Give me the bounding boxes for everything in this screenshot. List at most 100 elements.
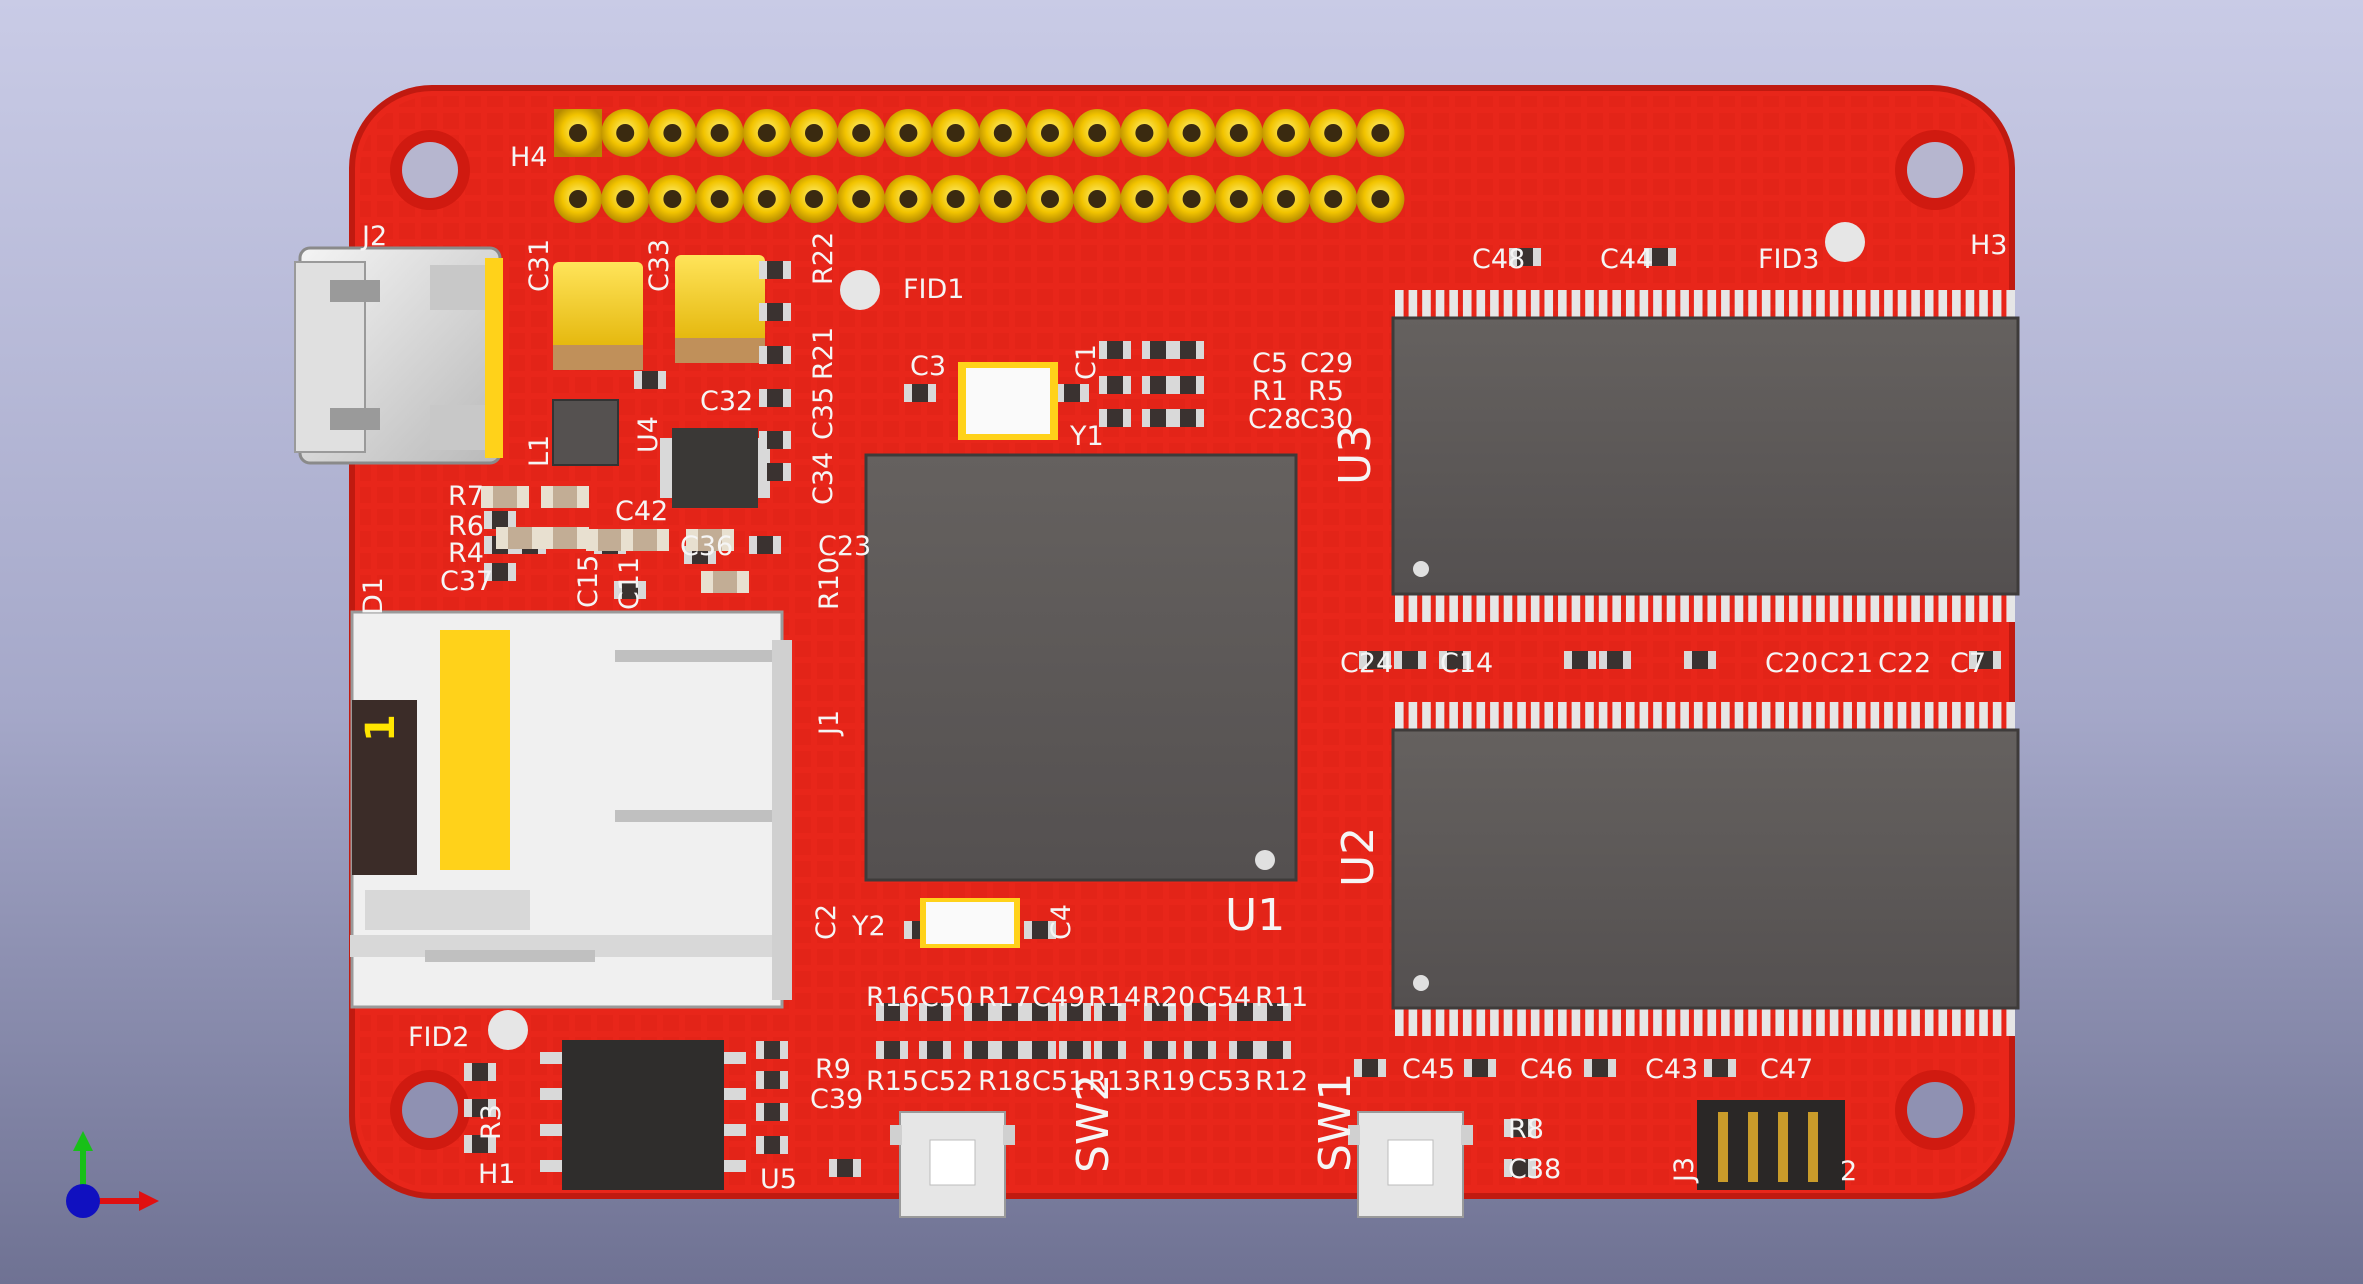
ram-pin — [1992, 1008, 2002, 1036]
ref-label-c31: C31 — [524, 239, 555, 292]
smd-passive — [759, 261, 791, 279]
ram-pin — [1802, 702, 1812, 730]
ref-label-r9: R9 — [815, 1054, 851, 1085]
ram-pin — [1897, 290, 1907, 318]
smd-capacitor-large — [701, 571, 749, 593]
smd-passive — [876, 1003, 908, 1021]
smd-passive — [1464, 1059, 1496, 1077]
smd-passive — [1229, 1041, 1261, 1059]
ram-pin — [1952, 1008, 1961, 1036]
ref-label-c1: C1 — [1071, 344, 1102, 380]
button-sw2 — [890, 1111, 1015, 1218]
smd-passive — [1099, 409, 1131, 427]
ref-label-c47: C47 — [1760, 1054, 1813, 1085]
ref-label-c30: C30 — [1300, 404, 1353, 435]
smd-passive — [964, 1003, 996, 1021]
ram-pin — [1408, 290, 1418, 318]
ram-pin — [1952, 594, 1961, 622]
smd-passive — [759, 463, 791, 481]
ram-pin — [1680, 702, 1689, 730]
ref-label-r15: R15 — [866, 1066, 919, 1097]
label-y2: Y2 — [851, 911, 886, 942]
smd-passive — [1644, 248, 1676, 266]
ram-pin — [1843, 1008, 1852, 1036]
ram-pin — [1462, 594, 1472, 622]
ram-pin — [1802, 290, 1812, 318]
header-pad — [1120, 109, 1169, 157]
ref-label-c32: C32 — [700, 386, 753, 417]
ref-label-c14: C14 — [1440, 648, 1493, 679]
label-l1: L1 — [524, 435, 555, 467]
ram-pin — [1666, 290, 1676, 318]
ram-pin — [1490, 702, 1499, 730]
ram-pin — [1789, 594, 1798, 622]
ram-pin — [1449, 1008, 1458, 1036]
sd-card-connector-j1 — [350, 610, 792, 1009]
ram-pin — [1789, 702, 1798, 730]
smd-passive — [1172, 376, 1204, 394]
ref-label-r5: R5 — [1308, 376, 1344, 407]
smd-passive — [1504, 1159, 1536, 1177]
ram-pin — [1490, 290, 1499, 318]
ram-pin — [1856, 702, 1866, 730]
ram-pin — [1544, 290, 1554, 318]
ram-pin — [1598, 702, 1608, 730]
smd-passive — [756, 1103, 788, 1121]
ram-pin — [1449, 290, 1458, 318]
ram-pin — [1422, 290, 1431, 318]
pin1-dot — [1413, 975, 1429, 991]
ref-label-r10: R10 — [814, 557, 845, 610]
ram-pin — [1476, 594, 1486, 622]
header-pad — [601, 175, 650, 223]
smd-capacitor-large — [541, 486, 589, 508]
ram-pin — [1884, 290, 1893, 318]
ram-pin — [1856, 1008, 1866, 1036]
ref-label-c21: C21 — [1820, 648, 1873, 679]
ref-label-c39: C39 — [810, 1084, 863, 1115]
ram-pin — [1707, 1008, 1717, 1036]
smd-passive — [759, 303, 791, 321]
ram-pin — [1490, 1008, 1499, 1036]
ref-label-r17: R17 — [978, 982, 1031, 1013]
ram-pin — [1884, 1008, 1893, 1036]
ram-pin — [1789, 290, 1798, 318]
ram-pin — [1625, 290, 1635, 318]
ram-pin — [1612, 702, 1621, 730]
ram-pin — [1924, 1008, 1934, 1036]
ram-pin — [1422, 1008, 1431, 1036]
ram-pin — [1680, 1008, 1689, 1036]
ram-pin — [1748, 1008, 1757, 1036]
ram-pin — [1571, 290, 1581, 318]
label-j1: J1 — [814, 710, 845, 737]
smd-passive — [1704, 1059, 1736, 1077]
header-pad — [1073, 109, 1122, 157]
ram-body — [1391, 728, 2020, 1010]
ram-pin — [1938, 290, 1948, 318]
ref-label-r11: R11 — [1255, 982, 1308, 1013]
label-u1: U1 — [1225, 890, 1285, 941]
ram-pin — [1530, 594, 1540, 622]
ram-pin — [1775, 290, 1785, 318]
ram-pin — [1435, 1008, 1445, 1036]
ram-pin — [1979, 1008, 1988, 1036]
ram-pin — [1612, 594, 1621, 622]
ram-pin — [1938, 1008, 1948, 1036]
ram-pin — [1965, 290, 1975, 318]
label-d1: D1 — [358, 577, 389, 615]
ram-pin — [1476, 702, 1486, 730]
ram-pin — [1462, 290, 1472, 318]
ref-label-c11: C11 — [614, 557, 645, 610]
label-u4: U4 — [633, 416, 664, 453]
smd-passive — [1142, 341, 1174, 359]
ram-pin — [1449, 594, 1458, 622]
ram-pin — [1612, 290, 1621, 318]
ram-pin — [1897, 594, 1907, 622]
ref-label-r3: R3 — [476, 1104, 507, 1140]
ref-label-r8: R8 — [1508, 1114, 1544, 1145]
ram-pin — [1408, 702, 1418, 730]
pmic-u4 — [660, 428, 770, 508]
smd-passive — [1259, 1003, 1291, 1021]
ram-pin — [1829, 1008, 1839, 1036]
